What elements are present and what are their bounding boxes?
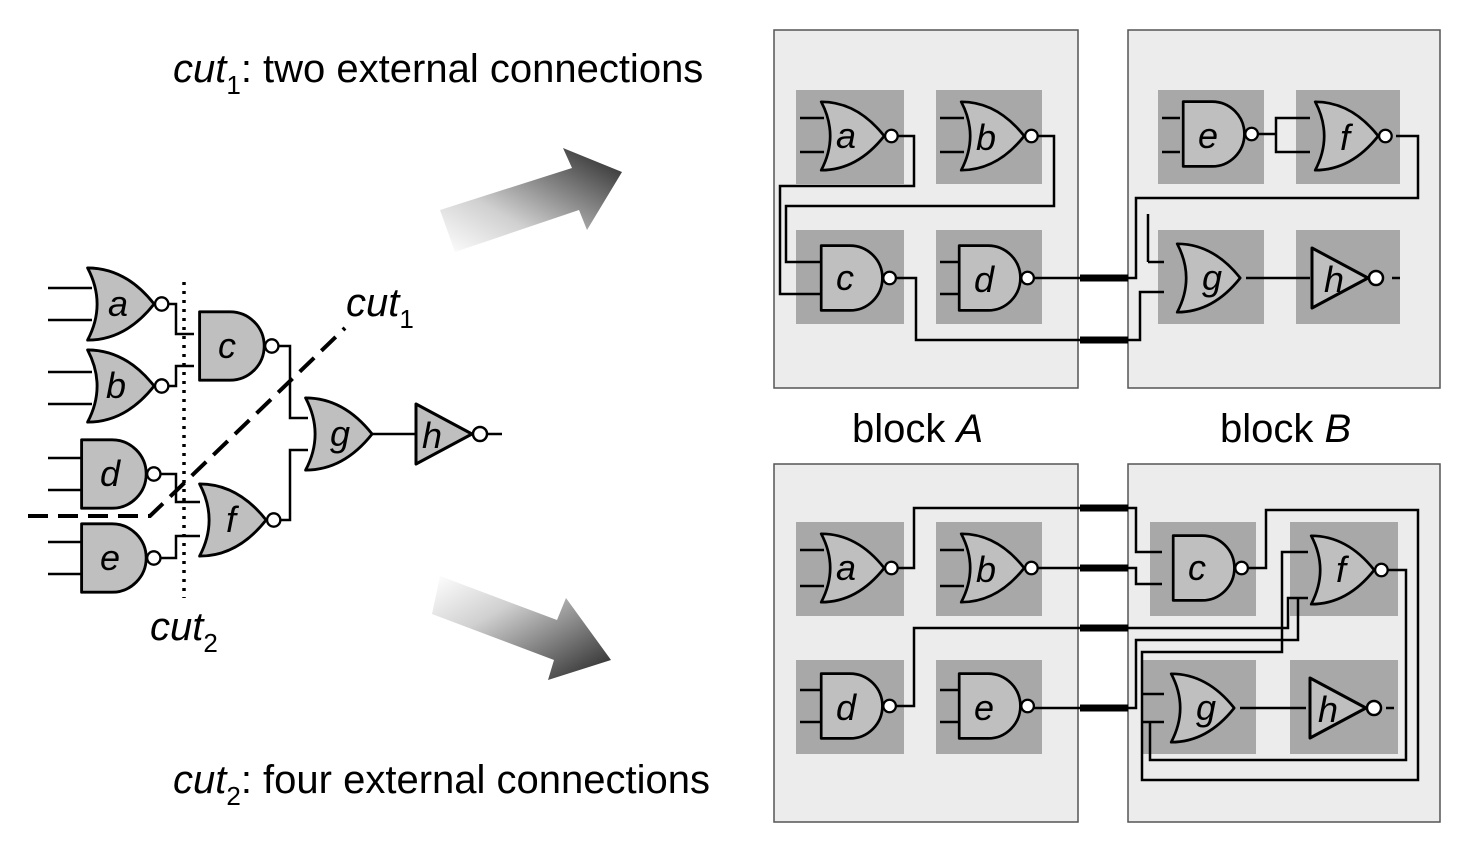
svg-text:d: d bbox=[836, 687, 857, 728]
cut2-label: cut2 bbox=[150, 605, 218, 658]
cut2-caption: cut2: four external connections bbox=[173, 758, 710, 811]
svg-text:e: e bbox=[1198, 115, 1218, 156]
svg-text:a: a bbox=[836, 547, 856, 588]
arrow-to-cut1-result bbox=[440, 148, 622, 252]
cut1-line bbox=[28, 326, 347, 518]
cut1-label: cut1 bbox=[346, 281, 414, 334]
cut1-block-a bbox=[773, 29, 1079, 389]
arrow-to-cut2-result bbox=[432, 576, 611, 680]
cut1-block-b bbox=[1127, 29, 1441, 389]
svg-text:g: g bbox=[1196, 687, 1216, 728]
block-a-label: block A bbox=[852, 407, 983, 451]
original-circuit: a b c d e f g h cut1 cut2 bbox=[28, 266, 502, 658]
gate-b-label: b bbox=[106, 365, 126, 406]
svg-text:d: d bbox=[974, 259, 995, 300]
svg-text:a: a bbox=[836, 115, 856, 156]
svg-text:c: c bbox=[1188, 547, 1206, 588]
svg-text:b: b bbox=[976, 117, 996, 158]
gate-b bbox=[86, 348, 170, 424]
cut2-partition: a b d e c f g h bbox=[773, 463, 1441, 823]
svg-text:g: g bbox=[1202, 257, 1222, 298]
gate-c bbox=[198, 310, 280, 382]
svg-text:e: e bbox=[974, 687, 994, 728]
gate-c-label: c bbox=[218, 325, 236, 366]
cut2-block-a bbox=[773, 463, 1079, 823]
gate-a-label: a bbox=[108, 283, 128, 324]
gate-e-label: e bbox=[100, 537, 120, 578]
gate-h-label: h bbox=[422, 415, 442, 456]
gate-f bbox=[198, 482, 282, 558]
svg-text:b: b bbox=[976, 549, 996, 590]
block-b-label: block B bbox=[1220, 407, 1351, 451]
svg-text:h: h bbox=[1318, 689, 1338, 730]
cut2-block-b bbox=[1127, 463, 1441, 823]
svg-text:c: c bbox=[836, 257, 854, 298]
svg-text:h: h bbox=[1324, 259, 1344, 300]
cut1-caption: cut1: two external connections bbox=[173, 47, 703, 100]
gate-e bbox=[80, 522, 162, 594]
cut1-partition: a b c d e f g h bbox=[773, 29, 1441, 389]
gate-d-label: d bbox=[100, 453, 121, 494]
gate-d bbox=[80, 438, 162, 510]
gate-g-label: g bbox=[330, 413, 350, 454]
